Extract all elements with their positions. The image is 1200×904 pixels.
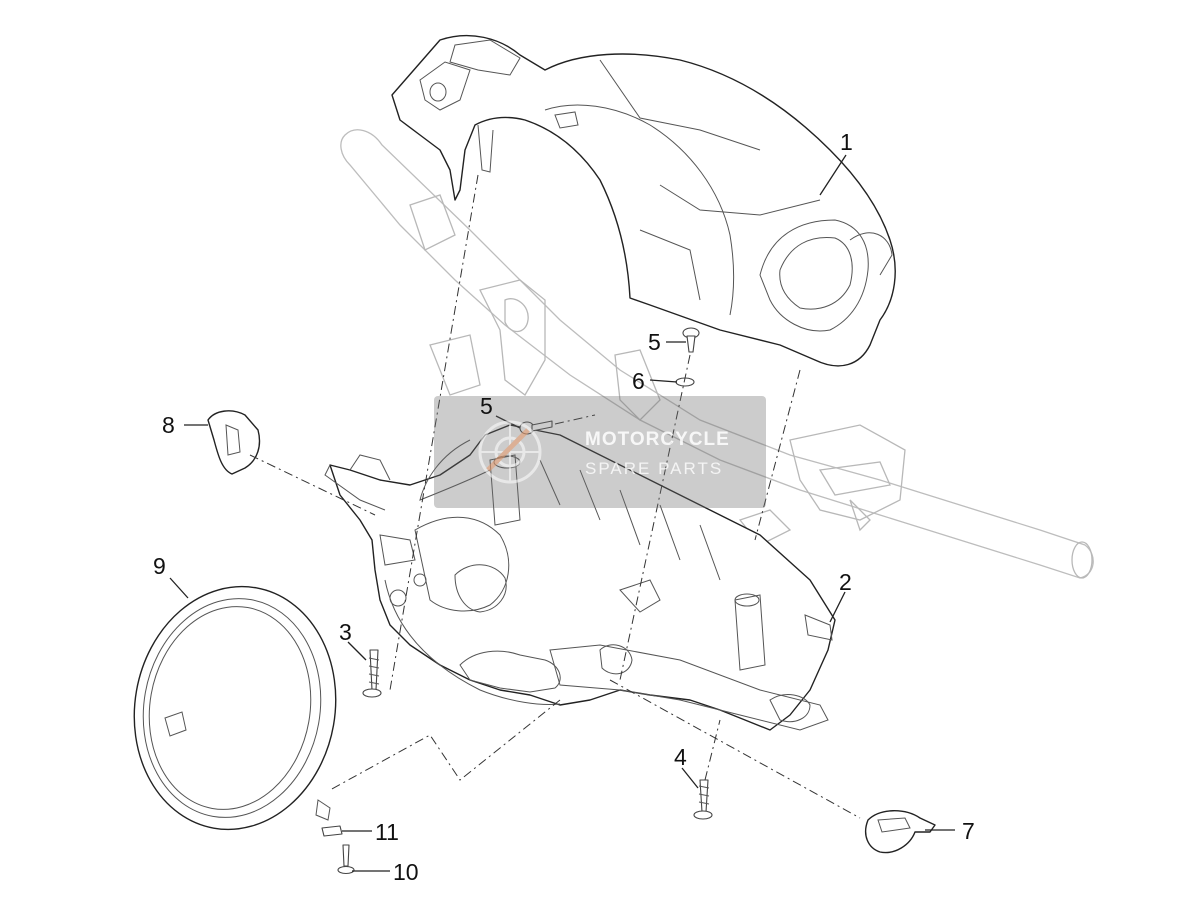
callout-10: 10 [393,859,419,885]
watermark-title: MOTORCYCLE [585,429,730,450]
screw-3 [362,649,382,698]
watermark-subtitle: SPARE PARTS [585,459,723,478]
callout-5-upper: 5 [648,329,661,355]
assembly-lines [249,174,861,819]
callout-6: 6 [632,368,645,394]
callouts: 1 2 3 4 5 5 6 7 8 9 10 11 [153,129,975,885]
screw-10 [337,844,355,875]
callout-7: 7 [962,818,975,844]
left-cover-clip [207,410,261,475]
handlebar-ghost [340,129,1094,579]
callout-5-lower: 5 [480,393,493,419]
callout-1: 1 [840,129,853,155]
watermark: MOTORCYCLE SPARE PARTS [434,396,766,508]
lower-handlebar-cover [324,424,836,731]
leader-lines [169,154,955,872]
upper-handlebar-cover [391,34,896,367]
watermark-logo-icon [478,420,542,484]
callout-3: 3 [339,619,352,645]
callout-11: 11 [375,819,399,845]
screw-4 [693,779,713,820]
callout-8: 8 [162,412,175,438]
trim-ring [133,585,337,831]
right-cover-clip [864,810,936,854]
screw-5-upper [682,327,700,353]
callout-4: 4 [674,744,687,770]
clip-11 [321,825,343,837]
callout-2: 2 [839,569,852,595]
callout-9: 9 [153,553,166,579]
